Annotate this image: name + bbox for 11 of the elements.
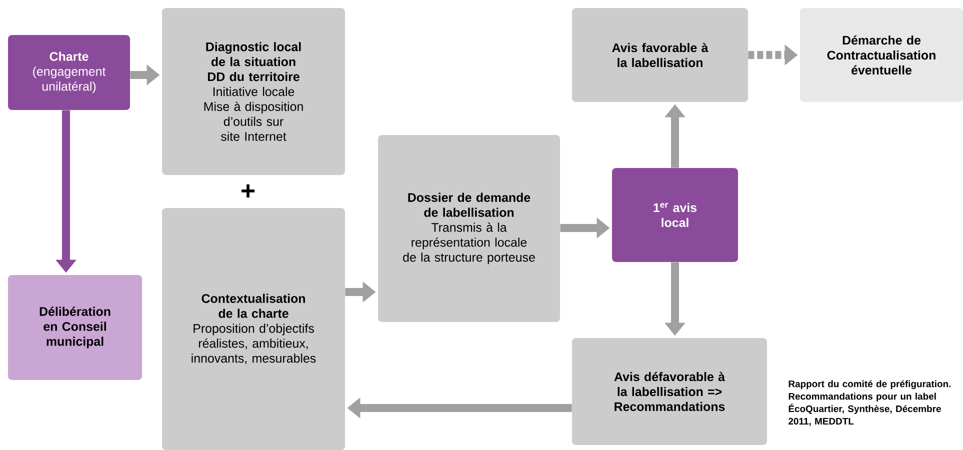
source-note: Rapport du comité de préfiguration. Recommandations pour un label ÉcoQuartier, Synthèse, Décembre 2011, MEDDTL bbox=[788, 380, 951, 426]
process-box: Diagnostic local de la situation DD du territoire Initiative locale Mise à disposition d’outils sur site Internet bbox=[162, 8, 345, 175]
process-box: Démarche de Contractualisation éventuelle bbox=[800, 8, 963, 102]
process-box: Délibération en Conseil municipal bbox=[8, 275, 142, 380]
process-box: Dossier de demande de labellisation Transmis à la représentation locale de la structure porteuse bbox=[378, 135, 560, 322]
plus-sign: + bbox=[242, 184, 255, 198]
process-box: Charte (engagement unilatéral) bbox=[8, 35, 130, 110]
process-box: Avis défavorable à la labellisation => Recommandations bbox=[572, 338, 767, 445]
process-box: Contextualisation de la charte Proposition d’objectifs réalistes, ambitieux, innovants, mesurables bbox=[162, 208, 345, 450]
process-box: Avis favorable à la labellisation bbox=[572, 8, 748, 102]
process-box: 1$^{er}$ avis local bbox=[612, 168, 738, 262]
